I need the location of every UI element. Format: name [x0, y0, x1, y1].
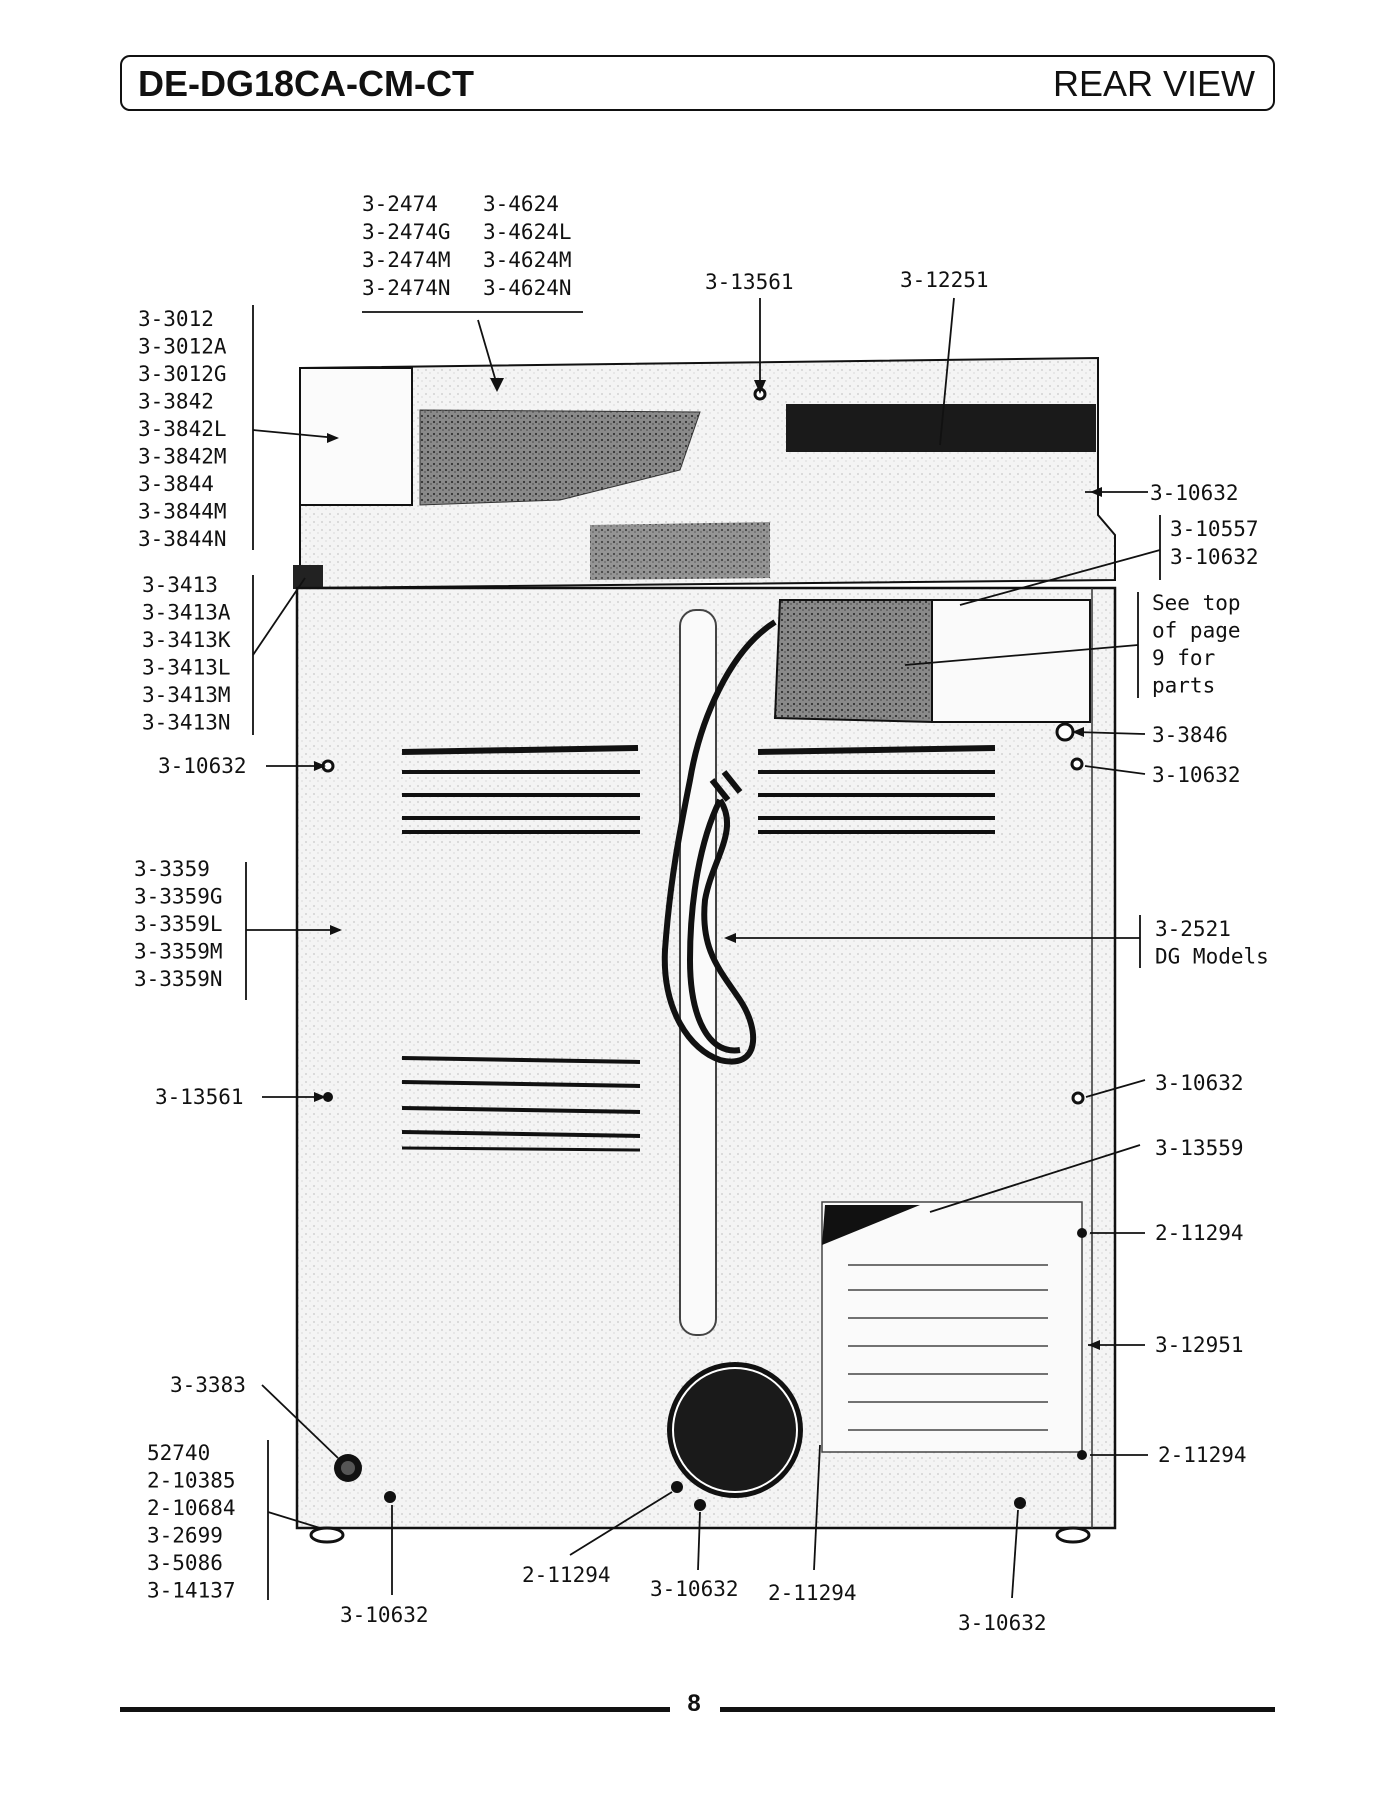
- screw-11294-bottom: [671, 1481, 683, 1493]
- callout-labels: 3-2474 3-2474G 3-2474M 3-2474N 3-4624 3-…: [134, 192, 1271, 1635]
- screw-left-13561: [323, 1092, 333, 1102]
- callout-right-3846: 3-3846: [1152, 723, 1228, 747]
- callout-right-13559: 3-13559: [1155, 1136, 1244, 1160]
- footer-rule-left: [120, 1707, 670, 1712]
- callout-right-11294-a: 2-11294: [1155, 1221, 1244, 1245]
- callout-top-13561: 3-13561: [705, 270, 794, 294]
- callout-top-12251: 3-12251: [900, 268, 989, 292]
- top-console: [293, 356, 1116, 590]
- terminal-block: [773, 599, 1091, 742]
- page-header: DE-DG18CA-CM-CT REAR VIEW: [120, 55, 1275, 111]
- callout-left-3359-group: 3-3359 3-3359G 3-3359L 3-3359M 3-3359N: [134, 857, 235, 991]
- view-title: REAR VIEW: [1052, 63, 1255, 104]
- callout-right-2521: 3-2521 DG Models: [1155, 917, 1269, 969]
- exhaust-vent: [667, 1362, 803, 1498]
- upper-right-louvers: [757, 745, 996, 834]
- callout-bottom-10632-b: 3-10632: [650, 1577, 739, 1601]
- screw-right-10632-c: [1071, 1091, 1085, 1105]
- foot-left: [309, 1526, 345, 1544]
- model-title: DE-DG18CA-CM-CT: [138, 63, 474, 104]
- callout-right-10632-c: 3-10632: [1155, 1071, 1244, 1095]
- callout-right-10632-top: 3-10632: [1150, 481, 1239, 505]
- callout-left-13561: 3-13561: [155, 1085, 244, 1109]
- callout-left-3383: 3-3383: [170, 1373, 246, 1397]
- screw-10632-a: [384, 1491, 396, 1503]
- callout-right-11294-b: 2-11294: [1158, 1443, 1247, 1467]
- screw-3846: [1055, 722, 1075, 742]
- callout-right-12951: 3-12951: [1155, 1333, 1244, 1357]
- leader-lines: [245, 297, 1161, 1600]
- callout-top-left-group: 3-2474 3-2474G 3-2474M 3-2474N: [362, 192, 463, 300]
- upper-left-louvers: [401, 745, 640, 834]
- callout-left-bottom-group: 52740 2-10385 2-10684 3-2699 3-5086 3-14…: [147, 1441, 248, 1603]
- callout-left-3413-group: 3-3413 3-3413A 3-3413K 3-3413L 3-3413M 3…: [142, 573, 243, 735]
- callout-right-see-top: See top of page 9 for parts: [1152, 591, 1253, 698]
- callout-right-10632-b: 3-10632: [1152, 763, 1241, 787]
- callout-left-3012-group: 3-3012 3-3012A 3-3012G 3-3842 3-3842L 3-…: [138, 307, 239, 551]
- footer-rule-right: [720, 1707, 1275, 1712]
- service-panel: [821, 1201, 1083, 1453]
- callout-right-10557-group: 3-10557 3-10632: [1170, 517, 1271, 569]
- screw-right-10632: [1070, 757, 1084, 771]
- screw-11294-b: [1077, 1450, 1087, 1460]
- callout-bottom-10632-a: 3-10632: [340, 1603, 429, 1627]
- screw-10632-b: [694, 1499, 706, 1511]
- screw-10632-c: [1014, 1497, 1026, 1509]
- foot-right: [1055, 1526, 1091, 1544]
- callout-bottom-11294-b: 2-11294: [768, 1581, 857, 1605]
- lower-left-louvers: [401, 1056, 641, 1152]
- page-number: 8: [687, 1690, 701, 1717]
- callout-bottom-11294-a: 2-11294: [522, 1563, 611, 1587]
- callout-top-right-group: 3-4624 3-4624L 3-4624M 3-4624N: [483, 192, 584, 300]
- power-cord: [661, 619, 777, 1065]
- callout-bottom-10632-c: 3-10632: [958, 1611, 1047, 1635]
- callout-left-10632: 3-10632: [158, 754, 247, 778]
- duct-channel: [679, 609, 717, 1336]
- screw-11294-a: [1077, 1228, 1087, 1238]
